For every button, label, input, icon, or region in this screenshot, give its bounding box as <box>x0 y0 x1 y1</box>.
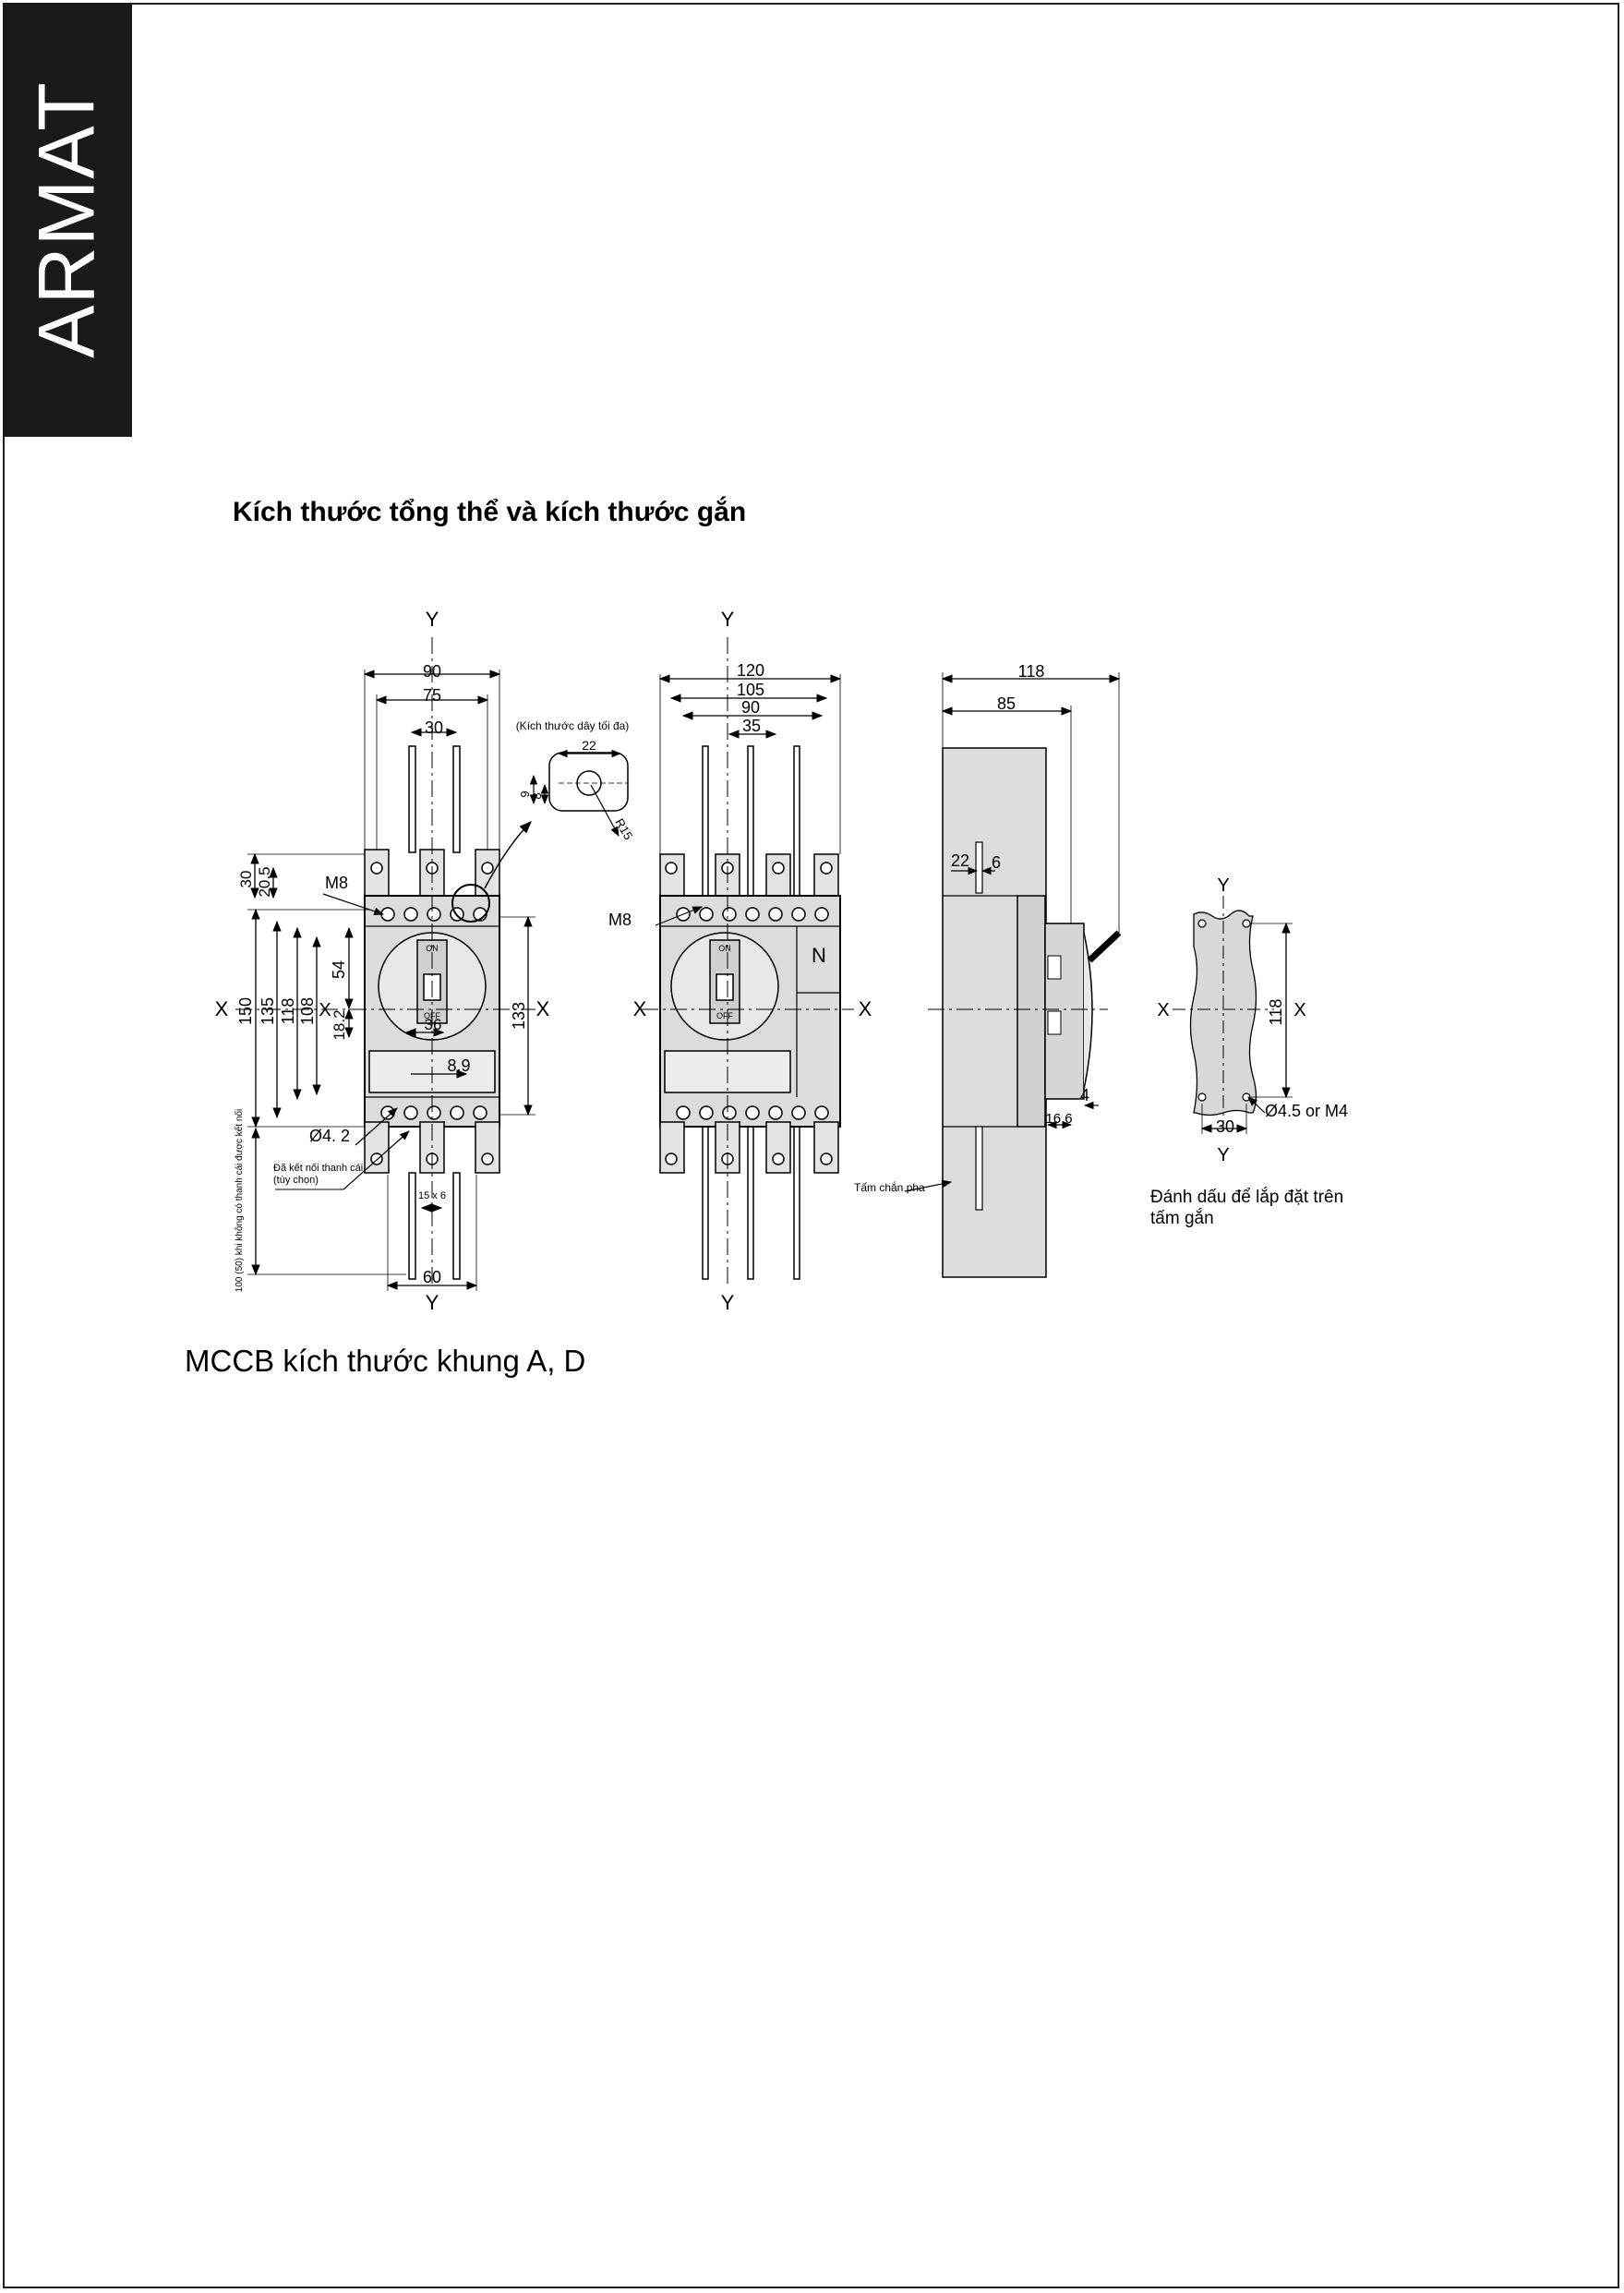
page-title: Kích thước tổng thể và kích thước gắn <box>233 497 747 527</box>
axis-x-label: X <box>536 997 550 1020</box>
dim-150: 150 <box>236 997 255 1025</box>
axis-x-label: X <box>215 997 229 1020</box>
front-view-4p <box>642 637 854 1284</box>
cable-dim-22: 22 <box>582 738 596 753</box>
axis-y-label: Y <box>721 1291 735 1314</box>
dim-120: 120 <box>737 661 764 680</box>
phase-barrier-note: Tấm chắn pha <box>854 1180 925 1194</box>
busbar-note-line2: (tùy chọn) <box>273 1175 319 1186</box>
axis-y-label: Y <box>1217 1145 1229 1165</box>
page-frame <box>3 3 1619 2288</box>
dim-135: 135 <box>259 997 277 1025</box>
side-view <box>904 672 1122 1278</box>
bolt-label: M8 <box>325 874 348 892</box>
mount-hole-label: Ø4.5 or M4 <box>1265 1102 1348 1120</box>
dim-90: 90 <box>741 698 760 717</box>
dim-35: 35 <box>742 717 761 735</box>
cable-dim-9: 9 <box>518 790 532 797</box>
axis-x-label: X <box>633 997 647 1020</box>
mounting-plate <box>1173 896 1293 1134</box>
dim-118: 118 <box>279 998 297 1025</box>
brand-block: ARMAT <box>3 3 132 437</box>
switch-off-label: OFF <box>716 1011 733 1020</box>
switch-on-label: ON <box>718 944 731 953</box>
dim-105: 105 <box>737 681 764 699</box>
cable-note: (Kích thước dây tối đa) <box>516 719 630 732</box>
mount-note-line1: Đánh dấu để lắp đặt trên <box>1150 1187 1343 1207</box>
neutral-pole-label: N <box>812 944 826 967</box>
axis-x-label: X <box>1157 1000 1169 1020</box>
cable-dim-8: 8 <box>530 792 544 799</box>
slot-label: 15 x 6 <box>418 1190 446 1201</box>
front-view-3p <box>235 637 535 1291</box>
dim-54: 54 <box>330 960 348 979</box>
axis-x-label: X <box>1293 1000 1305 1020</box>
dim-22: 22 <box>951 851 969 870</box>
dim-30: 30 <box>237 871 255 888</box>
bolt-label: M8 <box>608 911 632 929</box>
axis-y-label: Y <box>426 608 439 631</box>
dim-108: 108 <box>298 997 317 1025</box>
cable-radius: R15 <box>612 816 635 842</box>
mount-note-line2: tấm gắn <box>1150 1208 1214 1228</box>
dim-4: 4 <box>1080 1086 1089 1104</box>
axis-y-label: Y <box>1217 875 1229 896</box>
axis-y-label: Y <box>426 1291 439 1314</box>
dim-20-5: 20.5 <box>256 866 273 897</box>
dim-width-75: 75 <box>423 686 441 705</box>
mount-dim-118: 118 <box>1267 999 1285 1026</box>
figure-caption: MCCB kích thước khung A, D <box>185 1344 586 1378</box>
dim-8-9: 8.9 <box>447 1056 470 1075</box>
switch-on-label: ON <box>426 944 439 953</box>
dim-16-6: 16.6 <box>1045 1111 1072 1127</box>
dim-133: 133 <box>510 1002 528 1030</box>
hole-label: Ø4. 2 <box>309 1127 350 1145</box>
dim-60: 60 <box>423 1268 441 1286</box>
switch-off-label: OFF <box>424 1011 440 1020</box>
dim-6: 6 <box>992 853 1001 872</box>
dim-118-depth: 118 <box>1018 662 1045 681</box>
dim-pitch-30: 30 <box>425 718 443 737</box>
dim-width-90: 90 <box>423 662 441 681</box>
dim-36: 36 <box>425 1016 442 1033</box>
dim-18-2: 18.2 <box>331 1009 348 1040</box>
side-note: 100 (50) khi không có thanh cái được kết… <box>234 1109 245 1292</box>
axis-x-label: X <box>319 1000 331 1020</box>
busbar-note-line1: Đã kết nối thanh cái <box>273 1163 363 1174</box>
axis-x-label: X <box>859 997 872 1020</box>
dim-85-depth: 85 <box>997 694 1016 713</box>
mount-dim-30: 30 <box>1216 1117 1234 1136</box>
axis-y-label: Y <box>721 608 735 631</box>
cable-detail <box>529 749 629 837</box>
